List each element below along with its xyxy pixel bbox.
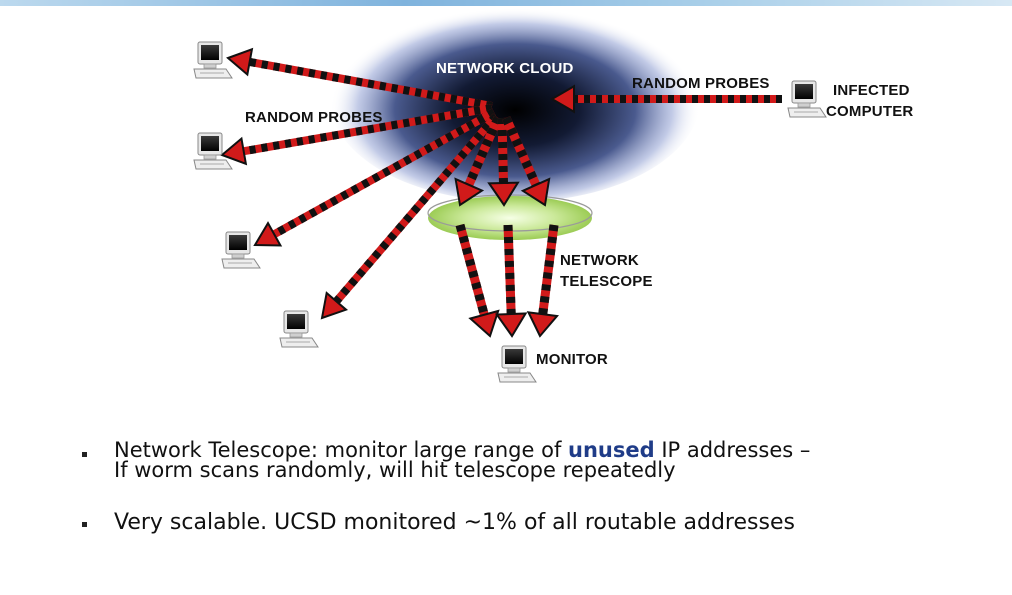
- random-probes-label-left: RANDOM PROBES: [245, 109, 383, 126]
- probe-arrow: [526, 224, 560, 338]
- arrow-stripes: [248, 57, 493, 110]
- probe-arrow: [220, 104, 493, 166]
- bullet-text-part: Network Telescope: monitor large range o…: [114, 438, 569, 462]
- bullet-highlight: unused: [568, 438, 655, 462]
- infected-label-line2: COMPUTER: [826, 103, 913, 120]
- network-cloud-label: NETWORK CLOUD: [436, 60, 574, 77]
- arrow-stripes: [538, 224, 559, 315]
- probe-arrow: [226, 47, 493, 110]
- bullet-text-part: IP addresses –: [654, 438, 811, 462]
- arrow-head: [526, 311, 560, 338]
- arrow-head: [550, 84, 575, 114]
- infected-computer-icon: [787, 80, 827, 118]
- arrow-head: [520, 177, 551, 207]
- arrow-head: [226, 47, 254, 77]
- random-probes-label-right: RANDOM PROBES: [632, 75, 770, 92]
- arrow-stripes: [501, 116, 541, 187]
- computer-icon: [221, 231, 261, 269]
- bullet-subline: If worm scans randomly, will hit telesco…: [114, 458, 676, 482]
- telescope-label-line2: TELESCOPE: [560, 273, 653, 290]
- arrow-shaft: [497, 117, 508, 184]
- bullet-text: Very scalable. UCSD monitored ~1% of all…: [114, 510, 795, 535]
- probe-arrow: [550, 84, 782, 114]
- computer-icon: [193, 41, 233, 79]
- monitor-computer-icon: [497, 345, 537, 383]
- bullet-item: Network Telescope: monitor large range o…: [82, 438, 982, 482]
- bullet-item: Very scalable. UCSD monitored ~1% of all…: [82, 510, 982, 536]
- arrow-head: [454, 177, 485, 207]
- arrow-head: [468, 309, 500, 338]
- bullet-list: Network Telescope: monitor large range o…: [82, 440, 982, 536]
- arrow-shaft: [242, 104, 493, 156]
- arrow-head: [320, 291, 349, 320]
- arrow-stripes: [503, 224, 516, 315]
- probe-arrow: [501, 116, 551, 207]
- probe-arrow: [454, 116, 503, 207]
- arrow-head: [253, 221, 283, 247]
- probe-arrow: [487, 117, 520, 207]
- bullet-marker: [82, 452, 87, 457]
- probe-arrow: [253, 108, 496, 247]
- probe-arrow: [320, 113, 500, 320]
- arrow-head: [220, 136, 248, 166]
- probe-arrow: [494, 224, 528, 338]
- arrow-stripes: [464, 116, 503, 187]
- bullet-marker: [82, 522, 87, 527]
- arrow-stripes: [272, 108, 496, 238]
- arrow-head: [494, 312, 528, 338]
- arrow-head: [487, 181, 520, 207]
- arrow-stripes: [455, 223, 489, 316]
- computer-icon: [279, 310, 319, 348]
- telescope-label-line1: NETWORK: [560, 252, 639, 269]
- arrow-stripes: [333, 113, 500, 304]
- probe-arrow: [455, 223, 500, 338]
- probe-arrows: [220, 47, 782, 338]
- network-telescope-diagram: NETWORK CLOUD RANDOM PROBES RANDOM PROBE…: [193, 0, 913, 383]
- infected-label-line1: INFECTED: [833, 82, 910, 99]
- monitor-label: MONITOR: [536, 351, 608, 368]
